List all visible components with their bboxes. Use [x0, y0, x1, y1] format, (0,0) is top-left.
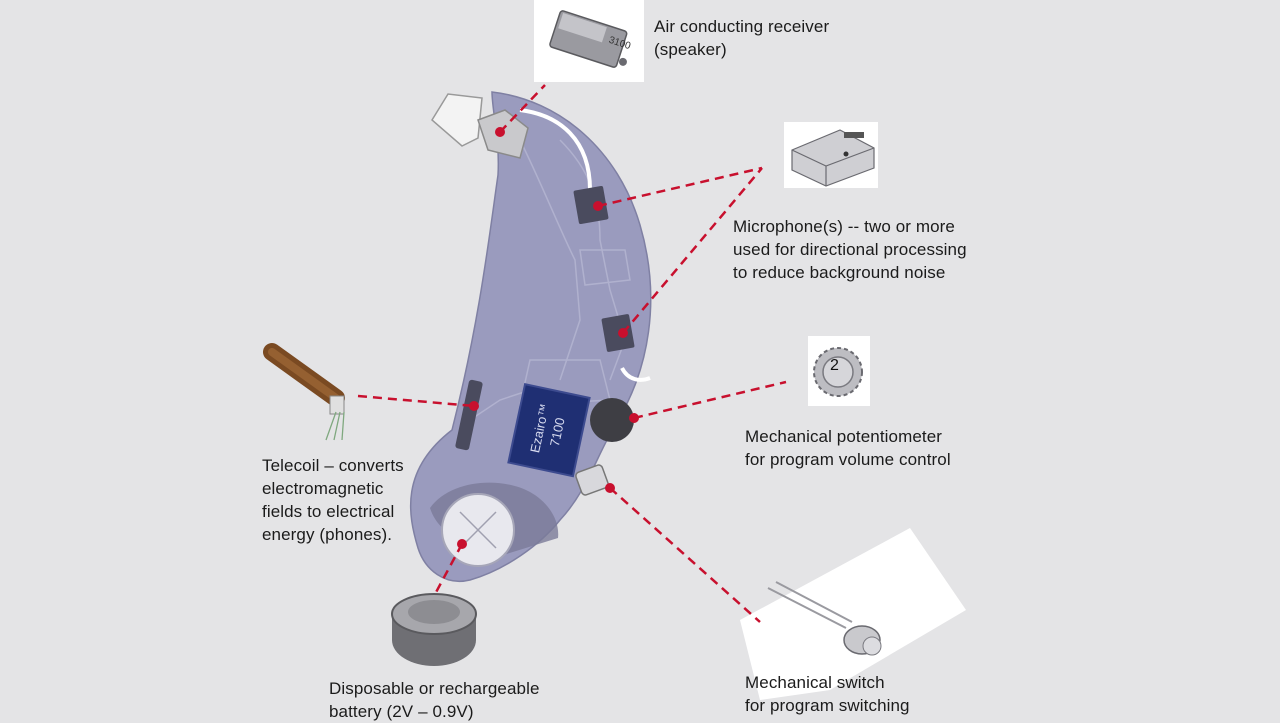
receiver-component: 3100 [549, 10, 632, 68]
dot-telecoil [469, 401, 479, 411]
switch-photo-frame [740, 528, 966, 700]
sound-tube [519, 108, 592, 191]
potentiometer-digit: 2 [830, 357, 839, 374]
receiver-label: Air conducting receiver (speaker) [654, 17, 830, 59]
leader-microphone-top [597, 166, 763, 208]
dot-potentiometer [629, 413, 639, 423]
leader-receiver [499, 84, 546, 133]
microphone-component [791, 129, 875, 187]
leader-microphone-bottom [622, 167, 763, 334]
microphone-label: Microphone(s) -- two or more used for di… [733, 217, 967, 282]
potentiometer-wheel [590, 398, 634, 442]
telecoil-label: Telecoil – converts electromagnetic fiel… [262, 456, 404, 544]
leader-dots [457, 127, 639, 549]
dot-microphone-bottom [618, 328, 628, 338]
leader-battery [432, 543, 464, 597]
switch-label: Mechanical switch for program switching [745, 673, 910, 715]
leader-lines [357, 84, 787, 623]
switch-on-board [575, 464, 609, 496]
receiver-tip [431, 93, 483, 147]
leader-switch [609, 487, 761, 623]
microphone-hook [620, 366, 651, 382]
potentiometer-component: 2 [813, 347, 863, 397]
battery-label: Disposable or rechargeable battery (2V –… [329, 679, 540, 721]
battery-component [391, 593, 477, 666]
chip-line2: 7100 [547, 416, 568, 447]
switch-component [767, 581, 882, 656]
telecoil-board-part [455, 379, 483, 451]
telecoil-component [263, 343, 345, 441]
microphone-top [573, 185, 609, 225]
dot-switch [605, 483, 615, 493]
dot-microphone-top [593, 201, 603, 211]
dot-receiver [495, 127, 505, 137]
potentiometer-label: Mechanical potentiometer for program vol… [745, 427, 951, 469]
ezairo-chip: Ezairo™ 7100 [507, 383, 591, 478]
dot-battery [457, 539, 467, 549]
leader-potentiometer [633, 380, 787, 420]
leader-telecoil [357, 394, 475, 408]
